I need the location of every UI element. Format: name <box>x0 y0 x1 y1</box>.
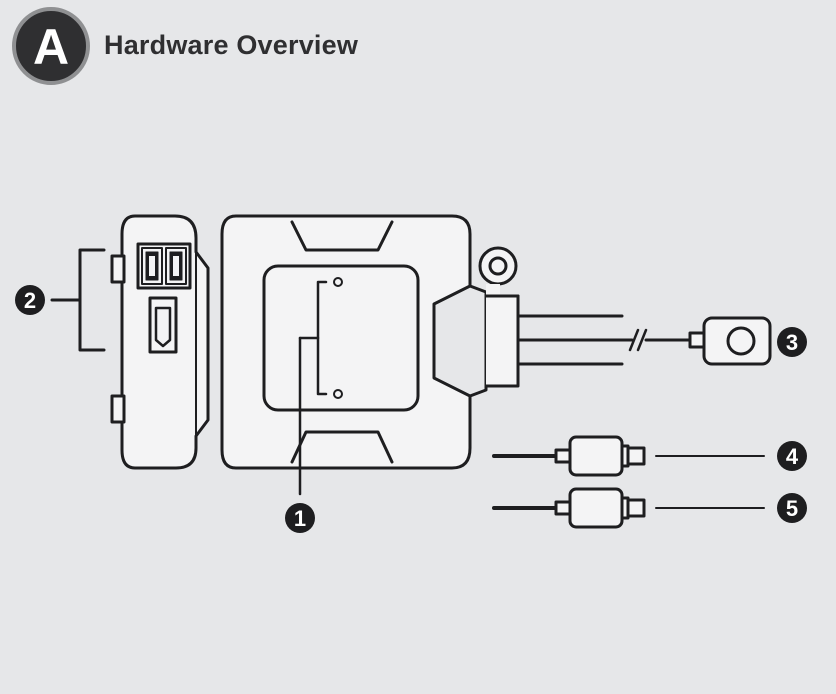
callout-3-label: 3 <box>786 330 798 355</box>
attached-cable-assembly <box>478 246 772 388</box>
section-badge-letter: A <box>32 19 70 75</box>
page-title: Hardware Overview <box>104 30 359 60</box>
usb-c-cable-4 <box>492 435 765 477</box>
hdmi-port <box>148 296 178 354</box>
callout-1-label: 1 <box>294 506 306 531</box>
callout-5-label: 5 <box>786 496 798 521</box>
device-side-view <box>110 214 210 470</box>
usb-c-cable-5 <box>492 487 765 529</box>
section-badge: A <box>12 7 90 85</box>
callout-2-bracket <box>50 248 106 352</box>
device-front-view <box>220 214 488 496</box>
usb-a-port-pair <box>136 242 192 290</box>
callout-5: 5 <box>777 493 807 523</box>
callout-1: 1 <box>285 503 315 533</box>
callout-2: 2 <box>15 285 45 315</box>
callout-4-label: 4 <box>786 444 799 469</box>
callout-3: 3 <box>777 327 807 357</box>
callout-2-label: 2 <box>24 288 36 313</box>
callout-4: 4 <box>777 441 807 471</box>
